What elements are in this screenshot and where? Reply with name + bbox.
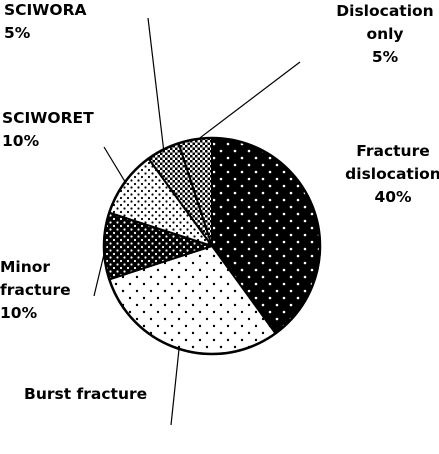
- leader-line-4: [147, 17, 165, 152]
- leader-line-1: [170, 346, 180, 426]
- slice-label-5-line-0: Dislocation: [336, 2, 433, 20]
- leader-line-2: [93, 245, 107, 297]
- slice-label-2-line-1: fracture: [0, 281, 71, 299]
- leader-line-3: [103, 146, 127, 185]
- slice-percent-0: 40%: [374, 188, 412, 206]
- pie-slices: [102, 136, 322, 356]
- slice-percent-3: 10%: [2, 132, 40, 150]
- leader-lines: [93, 17, 301, 426]
- slice-label-4-line-0: SCIWORA: [4, 1, 87, 19]
- pie-outline: [102, 136, 322, 356]
- slice-label-1-line-0: Burst fracture: [24, 385, 147, 403]
- slice-percent-5: 5%: [372, 48, 399, 66]
- slice-percent-4: 5%: [4, 24, 31, 42]
- slice-label-3-line-0: SCIWORET: [2, 109, 94, 127]
- slice-label-5-line-1: only: [366, 25, 403, 43]
- slice-label-0-line-0: Fracture: [356, 142, 430, 160]
- slice-label-2-line-0: Minor: [0, 258, 50, 276]
- slice-label-0-line-1: dislocation: [345, 165, 439, 183]
- leader-line-5: [195, 61, 301, 142]
- slice-percent-2: 10%: [0, 304, 38, 322]
